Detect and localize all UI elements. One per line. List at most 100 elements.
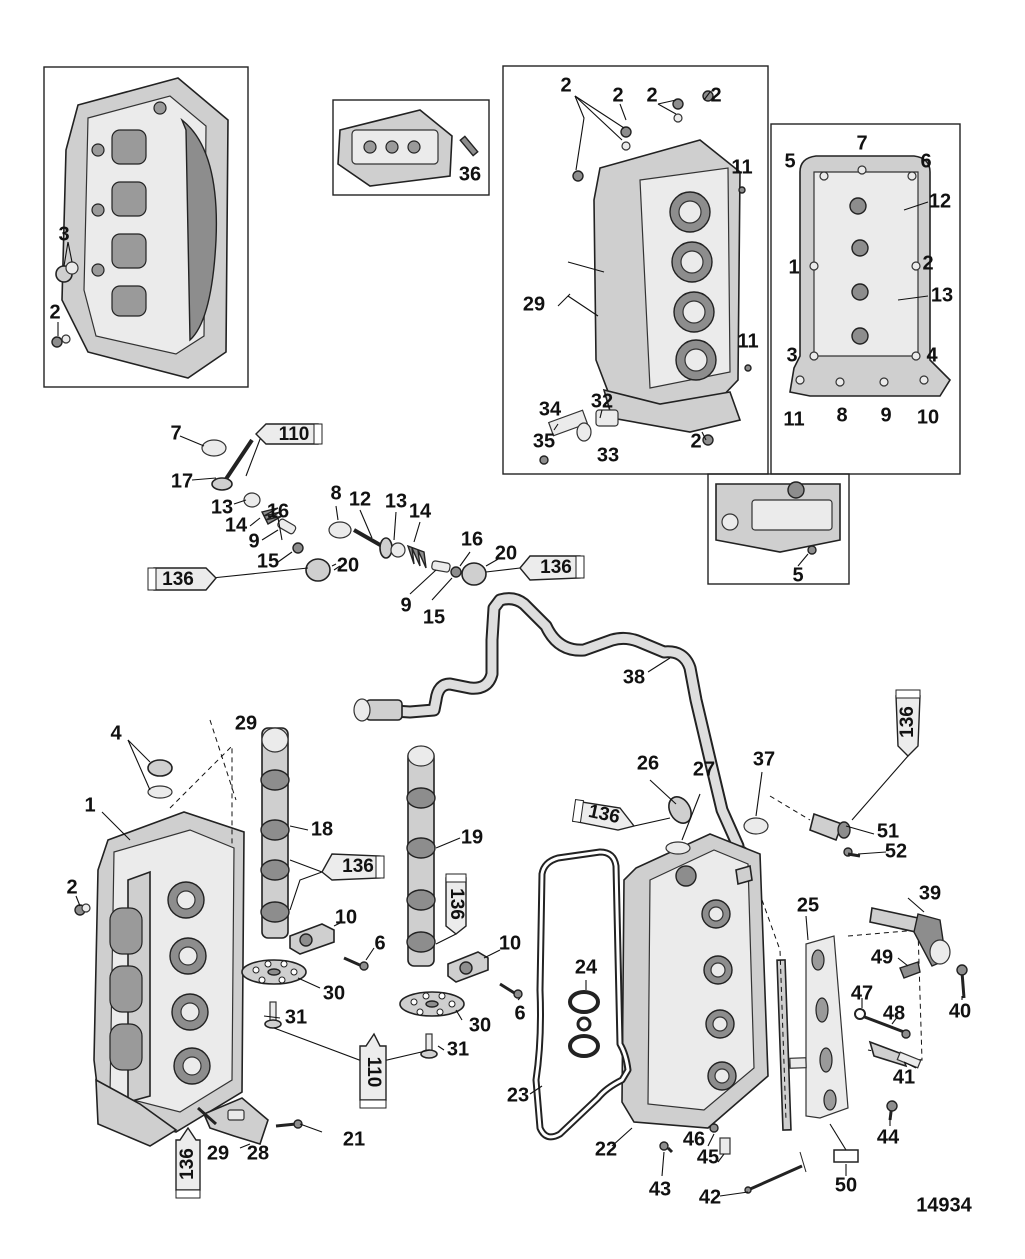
sealant-tube-136-cam: [321, 853, 385, 881]
callout: 16: [267, 500, 289, 522]
callout: 31: [447, 1038, 469, 1060]
callout: 12: [929, 190, 951, 212]
callout: 2: [646, 84, 657, 106]
sealant-tube-136-left: [147, 567, 217, 591]
inset-cam-cover-illustration: [789, 155, 952, 397]
callout: 2: [922, 252, 933, 274]
callout: 28: [247, 1142, 269, 1164]
callout: 9: [400, 594, 411, 616]
callout: 6: [374, 932, 385, 954]
callout: 13: [385, 490, 407, 512]
callout: 29: [235, 712, 257, 734]
callout: 2: [710, 84, 721, 106]
callout: 52: [885, 840, 907, 862]
inset-head-rear-illustration: [51, 77, 229, 379]
callout: 17: [171, 470, 193, 492]
breather-hose: [353, 592, 749, 859]
sealant-tube-136-vertical: [445, 873, 467, 935]
callout: 47: [851, 982, 873, 1004]
callout: 8: [836, 404, 847, 426]
sealant-136-label: 136: [540, 557, 572, 578]
callout: 39: [919, 882, 941, 904]
callout: 29: [207, 1142, 229, 1164]
callout: 23: [507, 1084, 529, 1106]
callout: 13: [211, 496, 233, 518]
callout: 2: [690, 430, 701, 452]
callout: 9: [248, 530, 259, 552]
callout: 7: [856, 132, 867, 154]
callout: 10: [335, 906, 357, 928]
callout: 48: [883, 1002, 905, 1024]
camshaft-intake: [406, 745, 436, 967]
callout: 2: [49, 301, 60, 323]
callout: 1: [788, 256, 799, 278]
callout: 2: [560, 74, 571, 96]
valve-train-parts: [201, 438, 487, 586]
callout: 12: [349, 488, 371, 510]
cylinder-head: [74, 759, 245, 1147]
cam-cover: [621, 796, 769, 1155]
callout: 21: [343, 1128, 365, 1150]
callout: 1: [84, 794, 95, 816]
camshaft-position-sensor: [868, 1040, 922, 1069]
callout: 24: [575, 956, 598, 978]
callout: 44: [877, 1126, 900, 1148]
sealant-tube-110-bottom: [359, 1032, 387, 1109]
sealant-tube-136-cover: [571, 798, 636, 831]
callout: 30: [469, 1014, 491, 1036]
callout: 15: [423, 606, 445, 628]
callout: 49: [871, 946, 893, 968]
callout: 19: [461, 826, 483, 848]
sealant-tube-136-mid: [519, 555, 585, 581]
callout: 36: [459, 163, 481, 185]
callout: 46: [683, 1128, 705, 1150]
inset-head-front-illustration: [539, 90, 752, 465]
callout: 11: [731, 156, 752, 178]
callout: 34: [539, 398, 562, 420]
inset-box-head-rear: [43, 66, 249, 388]
inset-head-bottom-illustration: [715, 481, 841, 555]
cam-sprockets: [241, 959, 465, 1017]
spark-plug-tube-seals: [568, 990, 600, 1058]
inset-box-head-bottom: [707, 473, 850, 585]
sealant-136-label: 136: [342, 856, 374, 877]
callout: 3: [58, 223, 69, 245]
callout: 11: [783, 408, 804, 430]
callout: 9: [880, 404, 891, 426]
callout: 37: [753, 748, 775, 770]
sealant-tube-110-top: [255, 423, 323, 445]
callout: 15: [257, 550, 279, 572]
callout: 2: [66, 876, 77, 898]
coil-plate-gasket: [776, 935, 849, 1131]
sealant-tube-136-right: [895, 689, 921, 757]
callout: 45: [697, 1146, 719, 1168]
callout: 50: [835, 1174, 857, 1196]
callout: 22: [595, 1138, 617, 1160]
callout: 42: [699, 1186, 721, 1208]
callout: 43: [649, 1178, 671, 1200]
sealant-tube-136-bottom: [175, 1126, 201, 1199]
callout: 20: [337, 554, 359, 576]
callout: 40: [949, 1000, 971, 1022]
callout: 6: [514, 1002, 525, 1024]
callout: 25: [797, 894, 819, 916]
callout: 32: [591, 390, 613, 412]
sealant-110-label: 110: [363, 1057, 384, 1088]
callout: 11: [737, 330, 758, 352]
callout: 10: [917, 406, 939, 428]
inset-box-head-top: [332, 99, 490, 196]
sealant-136-label: 136: [446, 888, 467, 920]
callout: 14: [225, 514, 248, 536]
callout: 30: [323, 982, 345, 1004]
callout: 13: [931, 284, 953, 306]
callout: 41: [893, 1066, 915, 1088]
ignition-coil: [869, 907, 951, 979]
callout: 16: [461, 528, 483, 550]
sealant-110-label: 110: [279, 424, 310, 445]
sprocket-bolts: [264, 1001, 438, 1059]
inset-box-cam-cover-order: [770, 123, 961, 475]
callout: 29: [523, 293, 545, 315]
callout: 38: [623, 666, 645, 688]
callout: 27: [693, 758, 715, 780]
